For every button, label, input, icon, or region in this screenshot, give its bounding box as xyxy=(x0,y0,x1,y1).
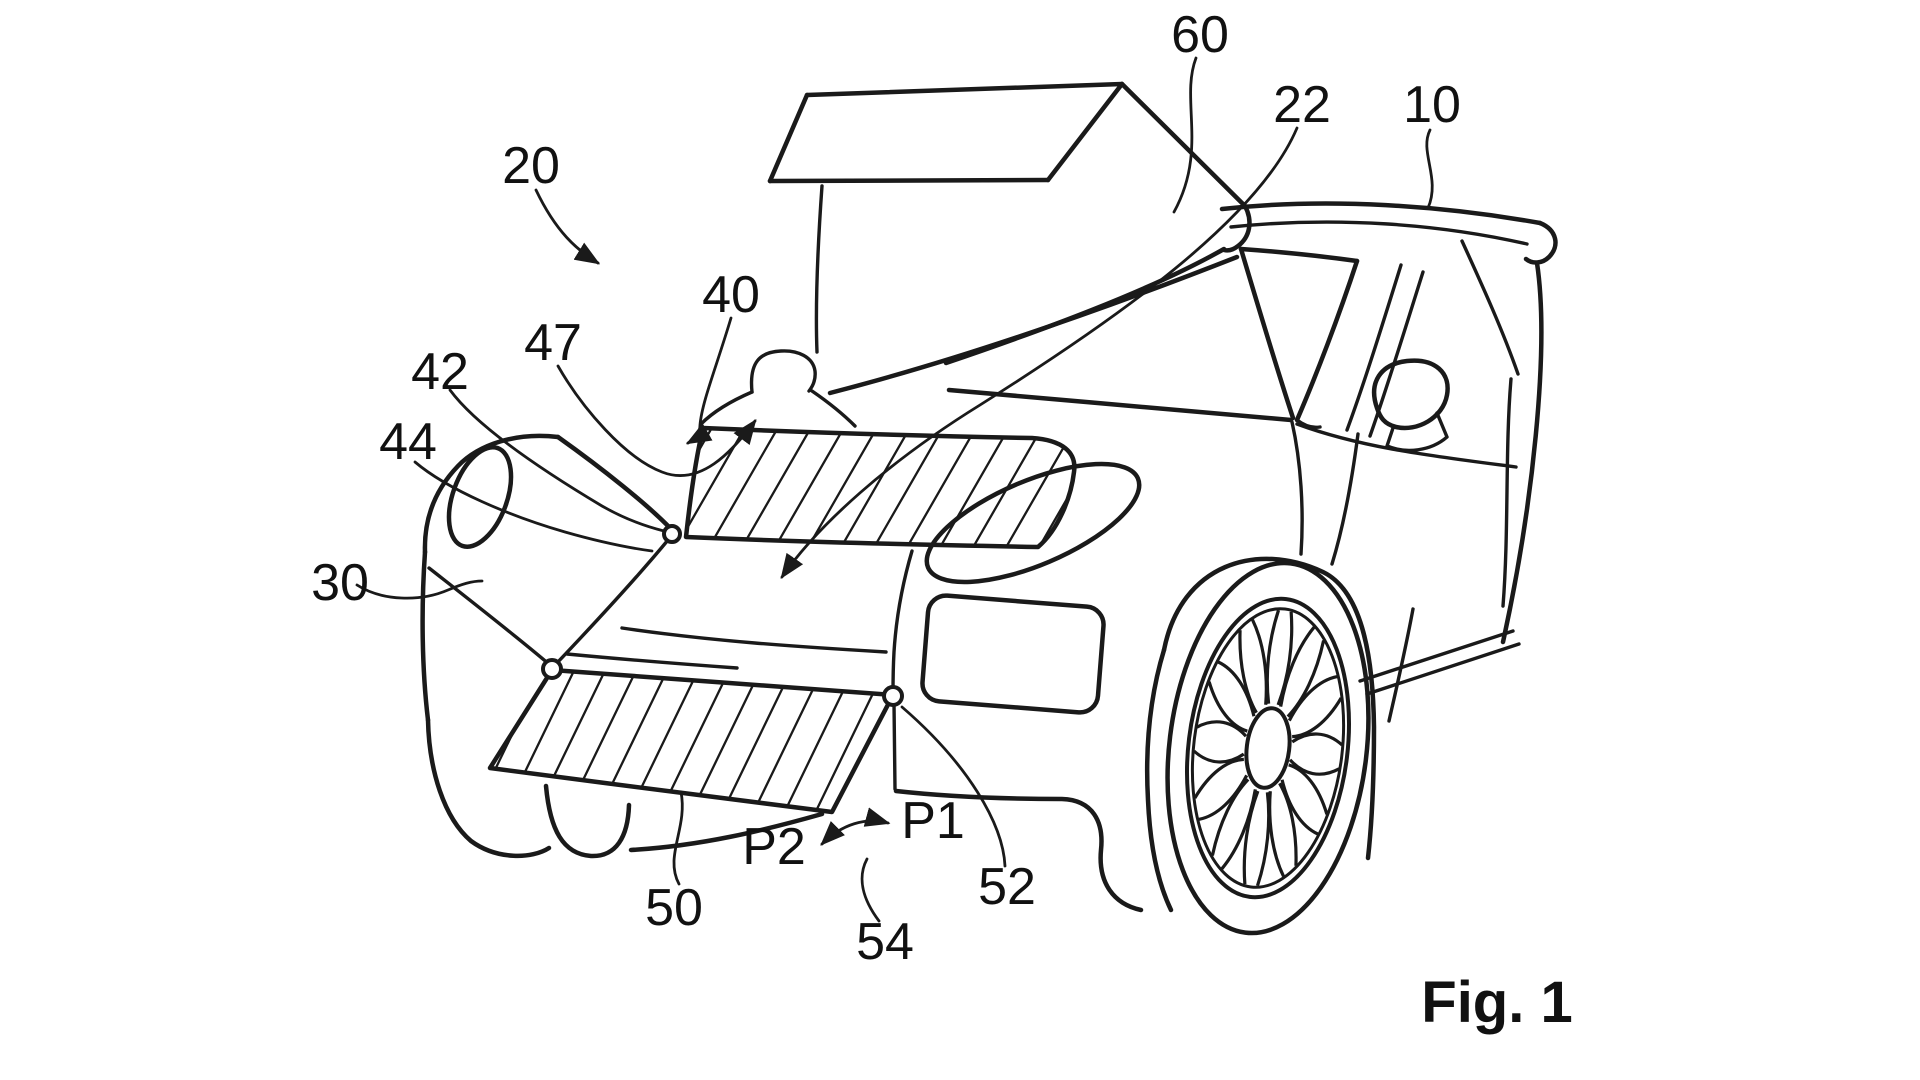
wheel-arch xyxy=(1161,556,1377,861)
wheel-arch-front-leg xyxy=(1144,647,1174,913)
side-mirror xyxy=(1371,358,1450,431)
leader-30 xyxy=(355,579,484,600)
front-wheel-assembly xyxy=(1144,551,1388,944)
sill-line-upper xyxy=(1358,629,1515,683)
open-hood xyxy=(699,81,1252,428)
arrow-20 xyxy=(534,188,601,265)
leader-47 xyxy=(556,364,757,477)
cowl-line-left xyxy=(699,390,754,426)
front-door-leading-edge xyxy=(1290,420,1304,556)
roof-inner-line xyxy=(1229,220,1529,246)
wheel-hub xyxy=(1242,706,1294,791)
c-pillar-curve xyxy=(1460,239,1520,376)
fender-wrap xyxy=(422,433,561,555)
fascia-right-corner xyxy=(891,549,914,696)
hood-corner-curl xyxy=(1221,203,1252,253)
rear-edge xyxy=(1500,260,1544,645)
ref-label-47: 47 xyxy=(524,314,582,372)
hood-prop-strut xyxy=(814,184,824,354)
beltline-kick xyxy=(1295,418,1322,430)
flap-outline xyxy=(487,667,896,815)
ref-label-30: 30 xyxy=(311,554,369,612)
flap-pivot-left xyxy=(541,658,563,680)
reference-numerals: 60 22 10 20 40 47 42 44 30 50 P2 P1 52 5… xyxy=(311,6,1461,971)
hood-bottom-edge xyxy=(767,177,1051,184)
front-end xyxy=(420,433,1144,913)
upper-hatched-panel xyxy=(683,425,1077,550)
reference-leaders xyxy=(355,56,1434,923)
ref-label-42: 42 xyxy=(411,343,469,401)
figure-caption: Fig. 1 xyxy=(1421,970,1572,1035)
windshield-bottom-edge xyxy=(946,387,1294,423)
sill-line-lower xyxy=(1365,642,1521,696)
cowl-line-right xyxy=(810,389,857,428)
vehicle-body-outline xyxy=(827,201,1558,723)
b-pillar-rear xyxy=(1368,270,1425,438)
leader-40 xyxy=(685,316,733,445)
bumper-air-vent xyxy=(920,593,1106,715)
ref-label-44: 44 xyxy=(379,413,437,471)
hood-right-diagonal xyxy=(1119,81,1248,209)
roof-end-curl xyxy=(1523,220,1558,265)
ref-label-p2: P2 xyxy=(742,818,806,876)
flap-pivot-right xyxy=(882,685,904,707)
ref-label-p1: P1 xyxy=(901,792,965,850)
leader-60 xyxy=(1172,56,1198,214)
roof-line xyxy=(1219,201,1543,226)
beltline xyxy=(1295,422,1518,469)
fender-top-line xyxy=(555,434,674,532)
ref-label-50: 50 xyxy=(645,879,703,937)
leader-54 xyxy=(860,857,881,923)
ref-label-40: 40 xyxy=(702,266,760,324)
leader-44 xyxy=(413,460,654,553)
hood-left-edge xyxy=(767,92,810,184)
bumper-bottom-mid xyxy=(628,811,825,853)
side-window-right-edge xyxy=(1294,258,1360,423)
bumper-upper-line xyxy=(565,652,739,670)
b-pillar-front xyxy=(1345,263,1403,432)
bumper-left-bottom xyxy=(425,717,552,859)
leader-50 xyxy=(672,790,684,886)
door-bottom-line xyxy=(1387,607,1415,723)
ref-label-10: 10 xyxy=(1403,76,1461,134)
fender-shutline xyxy=(827,254,1240,396)
ref-label-52: 52 xyxy=(978,858,1036,916)
bumper-bottom-right xyxy=(893,788,1144,913)
leader-42 xyxy=(448,388,666,533)
pivot-rotation-arrow xyxy=(820,807,891,846)
ref-label-20: 20 xyxy=(502,137,560,195)
ref-label-60: 60 xyxy=(1171,6,1229,64)
rear-door-edge xyxy=(1501,377,1513,608)
panel-outline xyxy=(683,425,1077,550)
hinge-bracket xyxy=(749,349,817,394)
rim-lip xyxy=(1177,600,1358,896)
hood-top-edge xyxy=(804,81,1125,98)
front-wheel xyxy=(1147,551,1388,944)
tire-inner xyxy=(1171,589,1365,906)
ref-label-22: 22 xyxy=(1273,76,1331,134)
bumper-crease xyxy=(427,566,552,667)
fascia-mid-line xyxy=(620,626,888,654)
side-window-left-edge xyxy=(1238,246,1296,421)
bumper-left-edge xyxy=(420,549,431,723)
door-shutline xyxy=(1330,432,1360,566)
side-window-top-edge xyxy=(1238,246,1360,264)
hood-corner-diagonal xyxy=(1045,81,1125,183)
pivot-support-line xyxy=(892,701,897,791)
leader-52 xyxy=(900,705,1007,868)
headlight-right xyxy=(924,461,1142,585)
deflector-flap xyxy=(487,667,896,815)
latch-to-pivot-line xyxy=(554,538,670,666)
headlight-left xyxy=(446,445,514,549)
hood-latch-point xyxy=(662,524,682,544)
leader-10 xyxy=(1425,128,1434,210)
ref-label-54: 54 xyxy=(856,913,914,971)
front-left-tire-arc xyxy=(543,783,632,859)
leader-22 xyxy=(780,126,1299,580)
mirror-bracket xyxy=(1385,411,1449,453)
tire-outer xyxy=(1147,551,1388,944)
